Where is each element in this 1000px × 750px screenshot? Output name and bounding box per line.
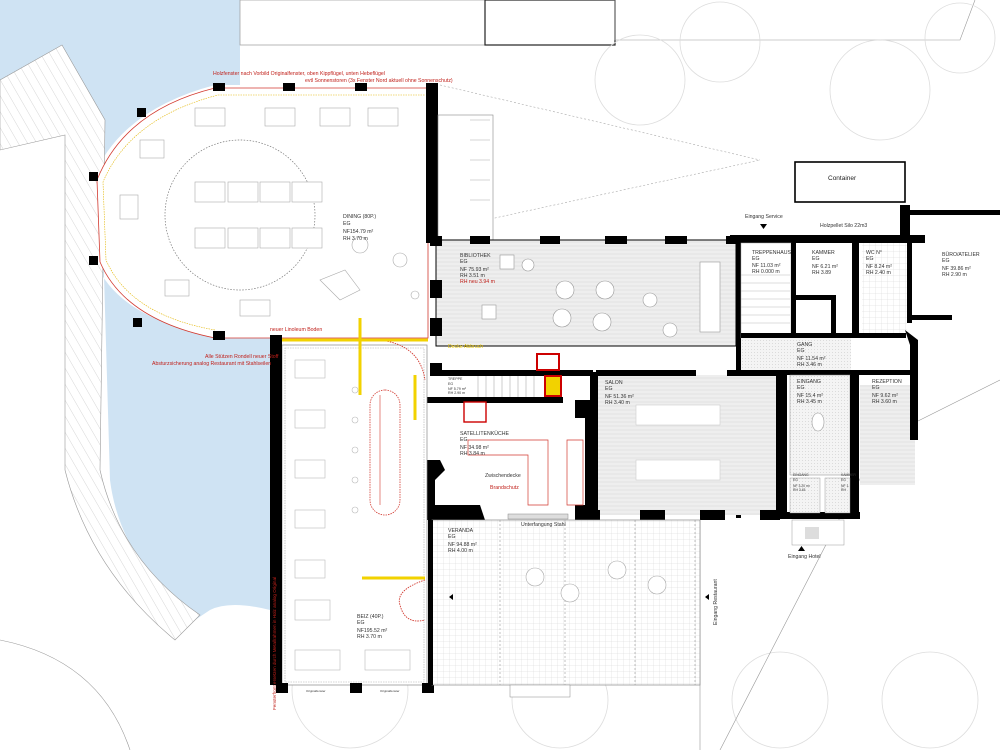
room-area: NF 6.21 m² bbox=[812, 264, 838, 270]
steel-beam bbox=[507, 513, 569, 520]
entrance-arrow-icon bbox=[449, 594, 453, 600]
room-area: NF 15.4 m² bbox=[797, 393, 823, 399]
room-floor: EG bbox=[448, 534, 456, 540]
entrance-arrow-icon bbox=[705, 594, 709, 600]
room-height: RH 3.84 m bbox=[460, 451, 485, 457]
room-height: RH 2.90 m bbox=[942, 272, 967, 278]
room-area: NF 51.36 m² bbox=[605, 394, 634, 400]
dining-windows bbox=[89, 83, 367, 340]
hotel-entrance-label: Eingang Hotel bbox=[788, 554, 821, 560]
room-height: RH 3.89 bbox=[812, 270, 831, 276]
room-height: RH 3.51 m bbox=[460, 273, 485, 279]
annotation-holzfenster: Holzfenster nach Vorbild Originalfenster… bbox=[213, 71, 385, 77]
container bbox=[794, 161, 906, 203]
room-height: RH 3.70 m bbox=[357, 634, 382, 640]
room-name-kammer: KAMMER bbox=[812, 250, 835, 256]
room-height-new: RH neu 3.94 m bbox=[460, 279, 495, 285]
room-height: RH 3.60 m bbox=[872, 399, 897, 405]
room-area: NF 5.79 m² bbox=[448, 387, 467, 391]
unterfangung-label: Unterfangung Stahl bbox=[521, 522, 566, 528]
room-area: NF 8.24 m² bbox=[866, 264, 892, 270]
room-floor: EG bbox=[793, 478, 798, 482]
room-area: NF154.79 m² bbox=[343, 229, 374, 235]
neighbour-building bbox=[484, 0, 616, 46]
room-name-beiz: BEIZ (40P.) bbox=[357, 614, 384, 620]
room-floor: EG bbox=[605, 386, 613, 392]
room-height: RH 3.45 bbox=[793, 488, 806, 492]
room-floor: EG bbox=[357, 620, 365, 626]
room-floor: EG bbox=[448, 382, 453, 386]
room-floor: EG bbox=[866, 256, 874, 262]
room-name-kammer-small: KAMMER bbox=[841, 473, 856, 477]
room-height: RH 3.45 m bbox=[797, 399, 822, 405]
room-floor: EG bbox=[942, 258, 950, 264]
window-label: Originalfenster bbox=[380, 689, 400, 693]
room-floor: EG bbox=[752, 256, 760, 262]
room-salon bbox=[596, 375, 776, 515]
brandschutz-label: Brandschutz bbox=[490, 485, 519, 491]
room-area: NF 94.88 m² bbox=[448, 542, 477, 548]
room-height: RH 3.46 m bbox=[797, 362, 822, 368]
room-floor: EG bbox=[460, 437, 468, 443]
room-area: NF 1. bbox=[841, 484, 849, 488]
room-name-veranda: VERANDA bbox=[448, 528, 474, 534]
room-area: NF 3.20 m² bbox=[793, 484, 811, 488]
room-floor: EG bbox=[841, 478, 846, 482]
entrance-arrow-icon bbox=[760, 224, 767, 229]
room-area: NF 9.62 m² bbox=[872, 393, 898, 399]
room-floor: EG bbox=[872, 385, 880, 391]
room-name-bibliothek: BIBLIOTHEK bbox=[460, 253, 491, 259]
room-name-satellitenkueche: SATELLITENKÜCHE bbox=[460, 430, 509, 437]
room-area: NF 11.54 m² bbox=[797, 356, 826, 362]
silo-label: Holzpellet Silo 22m3 bbox=[820, 223, 867, 229]
room-floor: EG bbox=[460, 259, 468, 265]
room-floor: EG bbox=[797, 348, 805, 354]
service-entrance-label: Eingang Service bbox=[745, 214, 783, 220]
room-name-treppe: TREPPE bbox=[448, 377, 463, 381]
annotation-stuetzen: Alle Stützen Rondell neuer Stoff bbox=[205, 354, 279, 360]
annotation-absturz: Absturzsicherung analog Restaurant mit S… bbox=[152, 361, 271, 367]
annotation-fensterfront: Fensterfront ersetzen durch Metallrahmen… bbox=[272, 577, 277, 710]
room-name-rezeption: REZEPTION bbox=[872, 379, 902, 385]
room-name-eingang-small: EINGANG bbox=[793, 473, 809, 477]
room-name-salon: SALON bbox=[605, 380, 623, 386]
annotation-sonnenstoren: evtl Sonnenstoren (3x Fenster Nord aktue… bbox=[305, 78, 453, 84]
boardwalk bbox=[0, 44, 201, 641]
room-height: RH 2.90 m bbox=[448, 391, 465, 395]
restaurant-entrance-label: Eingang Restaurant bbox=[713, 579, 719, 625]
room-floor: EG bbox=[797, 385, 805, 391]
room-area: NF195.52 m² bbox=[357, 628, 388, 634]
room-height: RH 2.40 m bbox=[866, 270, 891, 276]
room-area: NF 75.93 m² bbox=[460, 267, 489, 273]
room-height: RH bbox=[841, 488, 846, 492]
room-floor: EG bbox=[812, 256, 820, 262]
room-area: NF 34.98 m² bbox=[460, 445, 489, 451]
window-label: Originalfenster bbox=[306, 689, 326, 693]
room-name-gang: GANG bbox=[797, 342, 812, 348]
demolition-note: Decke Abbruch bbox=[448, 344, 483, 350]
room-height: RH 4.00 m bbox=[448, 548, 473, 554]
room-name-eingang: EINGANG bbox=[797, 379, 821, 385]
room-height: RH 3.40 m bbox=[605, 400, 630, 406]
room-veranda bbox=[431, 519, 701, 686]
room-name-dining: DINING (80P.) bbox=[343, 214, 376, 220]
neighbour-building bbox=[239, 0, 486, 46]
room-name-buero-atelier: BÜRO/ATELIER bbox=[942, 251, 980, 258]
room-floor: EG bbox=[343, 221, 351, 227]
trees bbox=[291, 1, 996, 749]
lake-water bbox=[0, 0, 270, 620]
entrance-arrow-icon bbox=[798, 546, 805, 551]
container-label: Container bbox=[828, 175, 857, 182]
room-height: RH 0.000 m bbox=[752, 269, 780, 275]
annotation-linoleum: neuer Linoleum Boden bbox=[270, 327, 322, 333]
room-height: RH 3.70 m bbox=[343, 236, 368, 242]
zwischendecke-label: Zwischendecke bbox=[485, 473, 521, 479]
room-name-treppenhaus: TREPPENHAUS bbox=[752, 250, 791, 256]
room-area: NF 11.03 m² bbox=[752, 263, 781, 269]
room-name-wc: WC N° bbox=[866, 250, 882, 256]
room-area: NF 39.86 m² bbox=[942, 266, 971, 272]
